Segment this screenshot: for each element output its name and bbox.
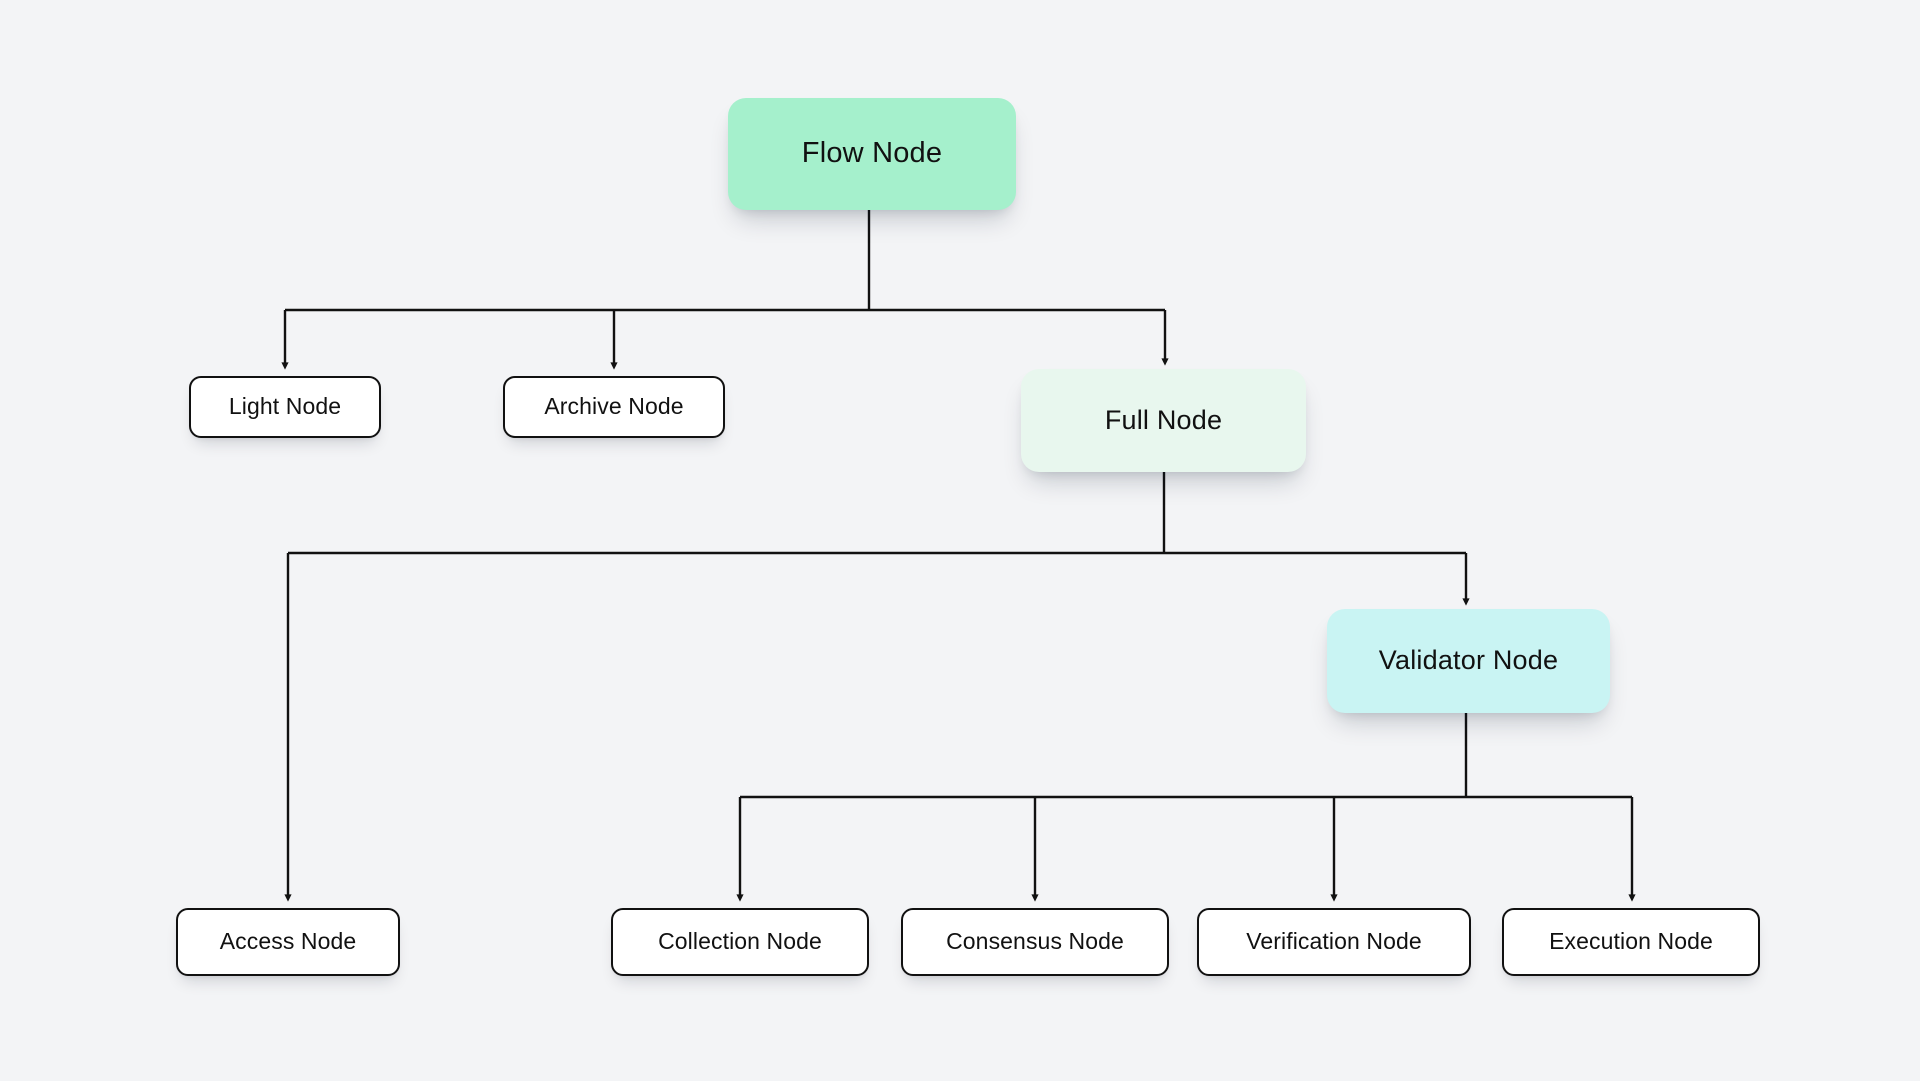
node-verification-node-label: Verification Node — [1246, 928, 1422, 955]
node-execution-node[interactable]: Execution Node — [1502, 908, 1760, 976]
node-execution-node-label: Execution Node — [1549, 928, 1713, 955]
node-full-node-label: Full Node — [1104, 404, 1223, 435]
node-verification-node[interactable]: Verification Node — [1197, 908, 1471, 976]
node-collection-node[interactable]: Collection Node — [611, 908, 869, 976]
node-light-node[interactable]: Light Node — [189, 376, 381, 438]
node-flow-node[interactable]: Flow Node — [728, 98, 1016, 210]
node-access-node[interactable]: Access Node — [176, 908, 400, 976]
node-archive-node-label: Archive Node — [544, 393, 684, 420]
node-light-node-label: Light Node — [228, 393, 342, 420]
node-flow-node-label: Flow Node — [801, 137, 943, 170]
node-full-node[interactable]: Full Node — [1021, 369, 1306, 472]
node-access-node-label: Access Node — [219, 928, 357, 955]
node-validator-node-label: Validator Node — [1378, 645, 1559, 676]
node-archive-node[interactable]: Archive Node — [503, 376, 725, 438]
node-consensus-node[interactable]: Consensus Node — [901, 908, 1169, 976]
node-validator-node[interactable]: Validator Node — [1327, 609, 1610, 713]
node-collection-node-label: Collection Node — [658, 928, 822, 955]
node-consensus-node-label: Consensus Node — [946, 928, 1124, 955]
